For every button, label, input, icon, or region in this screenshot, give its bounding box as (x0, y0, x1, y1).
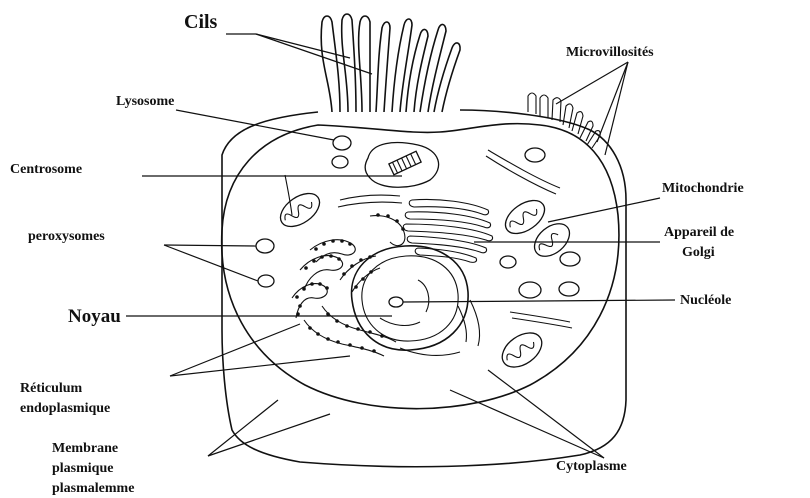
label-centrosome: Centrosome (10, 162, 82, 177)
nucleus (352, 246, 469, 350)
label-noyau: Noyau (68, 306, 121, 327)
label-reticulum-2: endoplasmique (20, 401, 110, 416)
label-mitochondrie: Mitochondrie (662, 181, 744, 196)
label-lysosome: Lysosome (116, 94, 174, 109)
cilia (321, 14, 460, 112)
label-membrane-1: Membrane (52, 441, 118, 456)
label-reticulum-1: Réticulum (20, 381, 83, 396)
label-nucleole: Nucléole (680, 293, 731, 308)
label-microvillosites: Microvillosités (566, 45, 654, 60)
label-cytoplasme: Cytoplasme (556, 459, 627, 474)
centrosome (365, 143, 438, 188)
label-appareil-golgi-2: Golgi (682, 245, 715, 260)
label-cils: Cils (184, 11, 218, 33)
label-appareil-golgi-1: Appareil de (664, 225, 734, 240)
label-membrane-2: plasmique (52, 461, 113, 476)
golgi-apparatus (403, 199, 492, 262)
label-peroxysomes: peroxysomes (28, 229, 105, 244)
label-membrane-3: plasmalemme (52, 481, 134, 496)
mitochondria (275, 187, 576, 374)
